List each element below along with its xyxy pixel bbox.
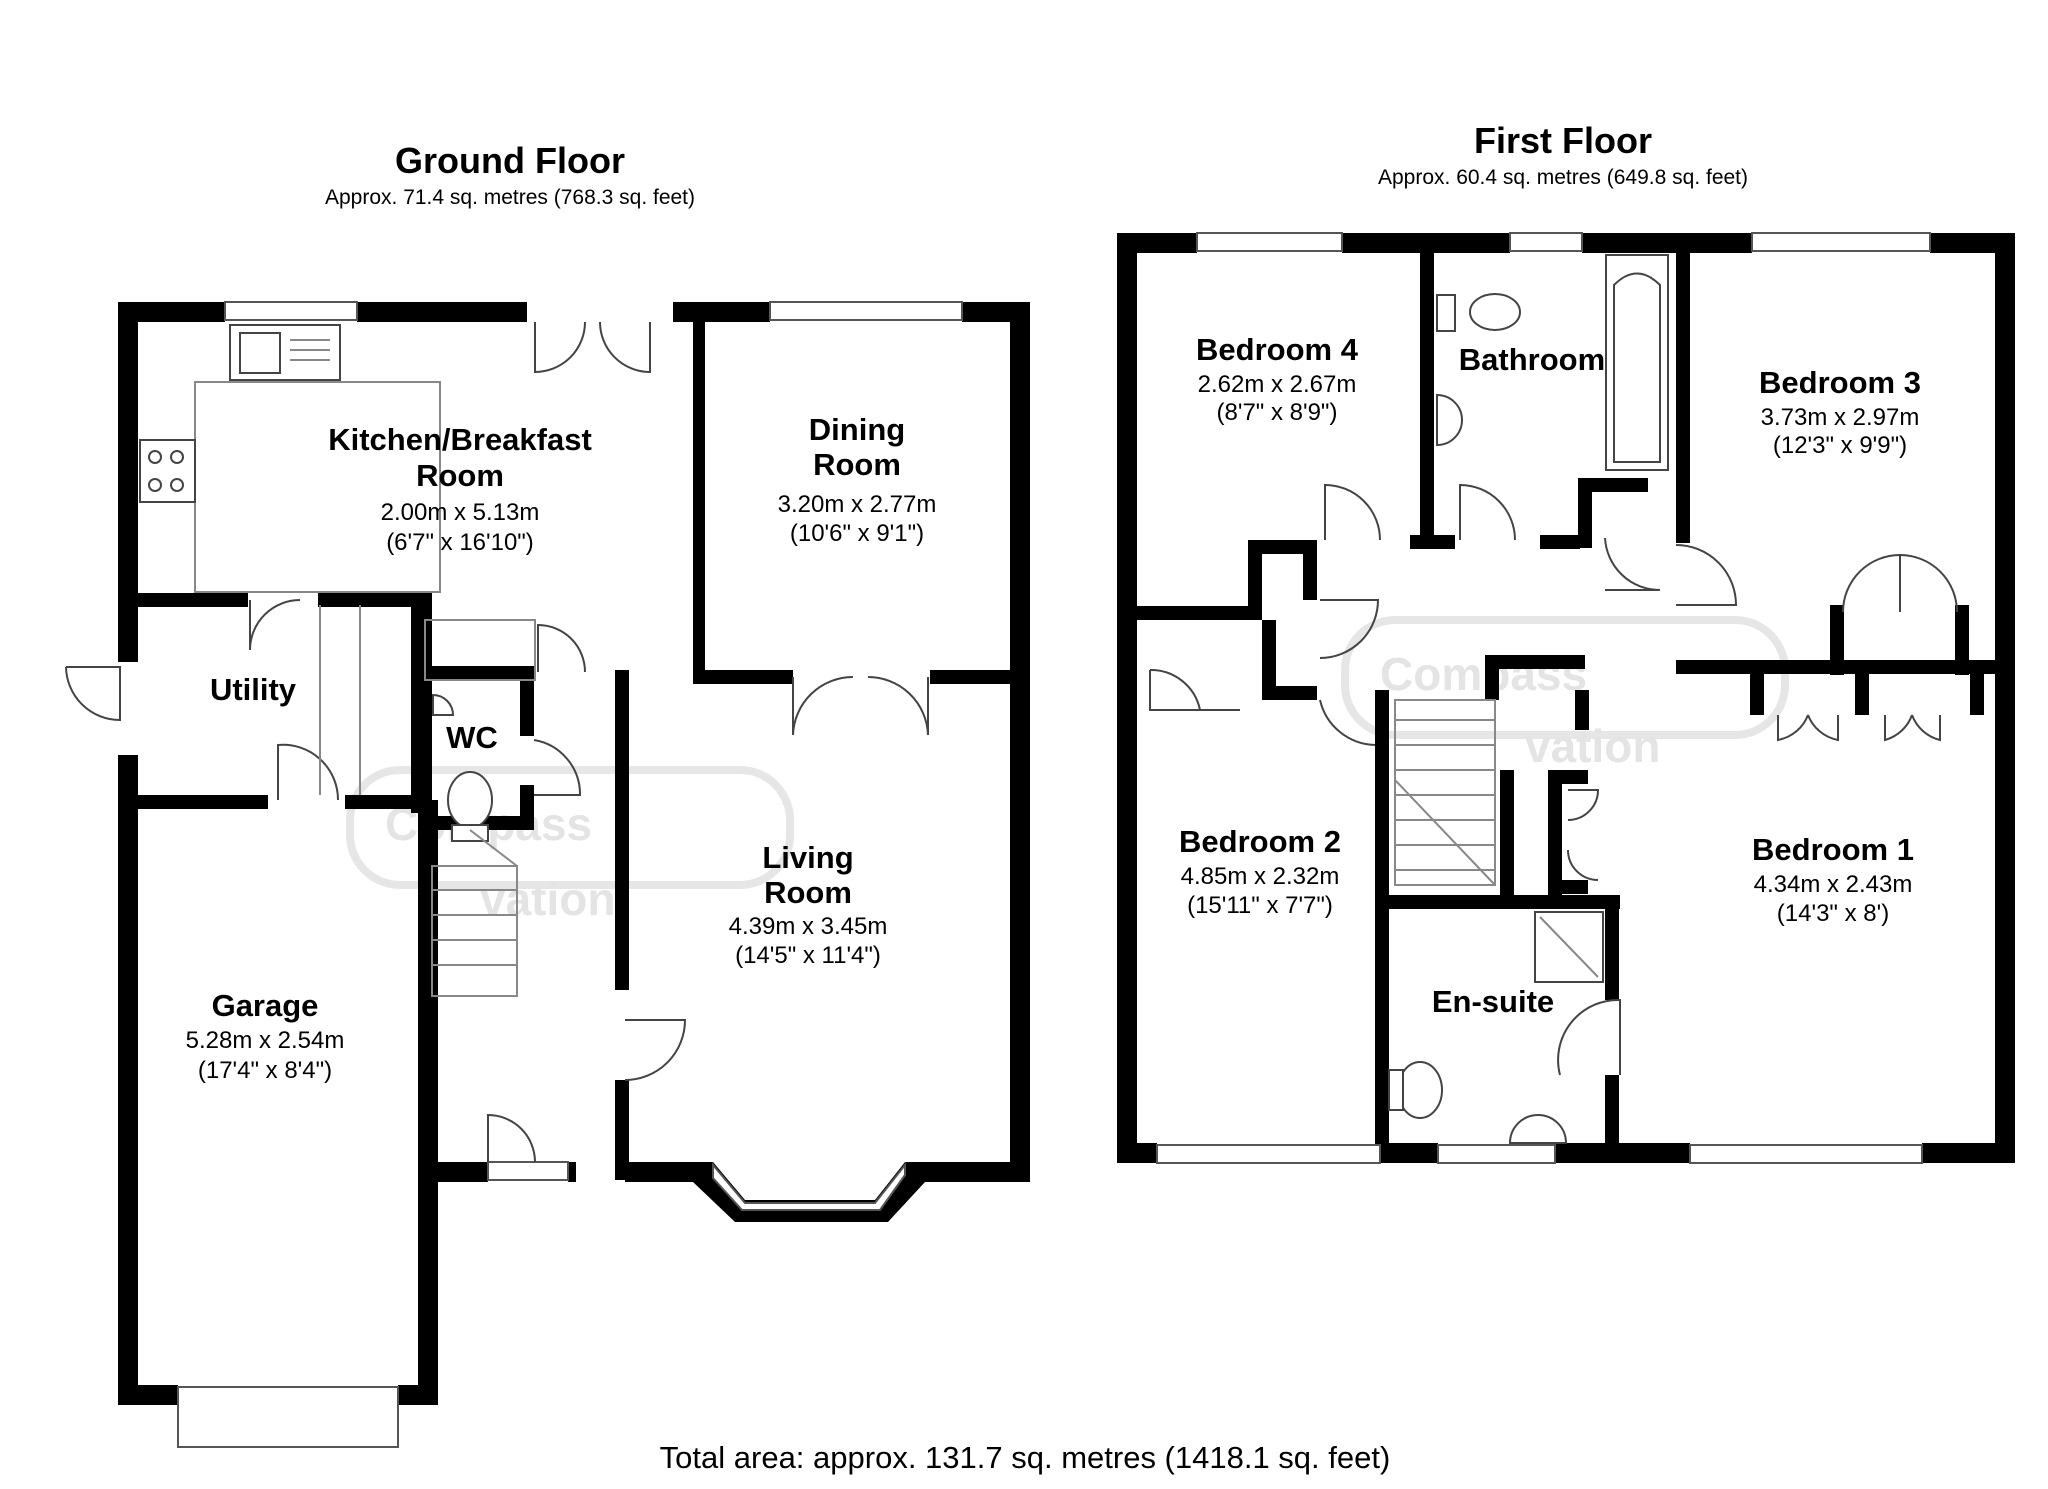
bedroom3-name: Bedroom 3 <box>1759 365 1921 400</box>
wc-name: WC <box>446 720 498 755</box>
bedroom1-name: Bedroom 1 <box>1752 832 1914 867</box>
room-bedroom2: Bedroom 2 4.85m x 2.32m (15'11" x 7'7") <box>1179 824 1341 919</box>
first-doors <box>1149 483 1958 1076</box>
ground-floor-area: Approx. 71.4 sq. metres (768.3 sq. feet) <box>325 186 695 209</box>
kitchen-metric: 2.00m x 5.13m <box>381 499 540 526</box>
room-bathroom: Bathroom <box>1459 342 1605 377</box>
bedroom2-name: Bedroom 2 <box>1179 824 1341 859</box>
bedroom4-name: Bedroom 4 <box>1196 332 1359 367</box>
ground-stairs <box>431 829 518 997</box>
room-wc: WC <box>446 720 498 755</box>
total-area: Total area: approx. 131.7 sq. metres (14… <box>660 1440 1391 1475</box>
garage-name: Garage <box>212 988 319 1023</box>
bedroom1-imperial: (14'3" x 8') <box>1777 900 1889 927</box>
svg-text:vation: vation <box>480 873 615 925</box>
garage-metric: 5.28m x 2.54m <box>186 1027 345 1054</box>
dining-name-2: Room <box>813 447 901 482</box>
ground-floor-walls <box>118 302 1030 1405</box>
kitchen-name-1: Kitchen/Breakfast <box>328 422 592 457</box>
first-floor-area: Approx. 60.4 sq. metres (649.8 sq. feet) <box>1378 166 1748 189</box>
bedroom2-metric: 4.85m x 2.32m <box>1181 863 1340 890</box>
bathroom-fixtures <box>1436 254 1669 471</box>
bedroom4-metric: 2.62m x 2.67m <box>1198 371 1357 398</box>
garage-imperial: (17'4" x 8'4") <box>198 1057 332 1084</box>
living-imperial: (14'5" x 11'4") <box>735 942 881 969</box>
ensuite-fixtures <box>1388 911 1604 1144</box>
room-dining: Dining Room 3.20m x 2.77m (10'6" x 9'1") <box>778 412 937 547</box>
bedroom1-metric: 4.34m x 2.43m <box>1754 871 1913 898</box>
kitchen-fixtures <box>139 324 536 795</box>
first-floor-walls <box>1117 233 2015 1163</box>
first-stairs <box>1394 699 1496 886</box>
dining-metric: 3.20m x 2.77m <box>778 491 937 518</box>
room-bedroom4: Bedroom 4 2.62m x 2.67m (8'7" x 8'9") <box>1196 332 1359 426</box>
living-name-2: Room <box>764 875 852 910</box>
dining-name-1: Dining <box>809 412 905 447</box>
ground-windows <box>177 301 963 1448</box>
room-garage: Garage 5.28m x 2.54m (17'4" x 8'4") <box>186 988 345 1084</box>
room-kitchen: Kitchen/Breakfast Room 2.00m x 5.13m (6'… <box>328 422 592 556</box>
first-floor-title: First Floor <box>1474 120 1652 161</box>
room-bedroom1: Bedroom 1 4.34m x 2.43m (14'3" x 8') <box>1752 832 1914 927</box>
room-ensuite: En-suite <box>1432 984 1554 1019</box>
first-windows <box>1156 232 1931 1164</box>
ensuite-name: En-suite <box>1432 984 1554 1019</box>
bathroom-name: Bathroom <box>1459 342 1605 377</box>
kitchen-name-2: Room <box>416 458 504 493</box>
ground-floor-title: Ground Floor <box>395 140 625 181</box>
bedroom4-imperial: (8'7" x 8'9") <box>1217 399 1338 426</box>
dining-imperial: (10'6" x 9'1") <box>790 520 924 547</box>
svg-text:vation: vation <box>1525 720 1660 772</box>
room-utility: Utility <box>210 672 297 707</box>
bedroom2-imperial: (15'11" x 7'7") <box>1187 892 1333 919</box>
utility-name: Utility <box>210 672 297 707</box>
kitchen-imperial: (6'7" x 16'10") <box>386 529 534 556</box>
bay-glass <box>712 1162 906 1211</box>
room-bedroom3: Bedroom 3 3.73m x 2.97m (12'3" x 9'9") <box>1759 365 1921 459</box>
ground-doors <box>65 321 929 1163</box>
room-living: Living Room 4.39m x 3.45m (14'5" x 11'4"… <box>729 840 888 969</box>
living-name-1: Living <box>762 840 853 875</box>
watermark-first: Compass vation <box>1341 616 1789 772</box>
bedroom3-imperial: (12'3" x 9'9") <box>1773 432 1907 459</box>
living-metric: 4.39m x 3.45m <box>729 913 888 940</box>
bedroom3-metric: 3.73m x 2.97m <box>1761 404 1920 431</box>
